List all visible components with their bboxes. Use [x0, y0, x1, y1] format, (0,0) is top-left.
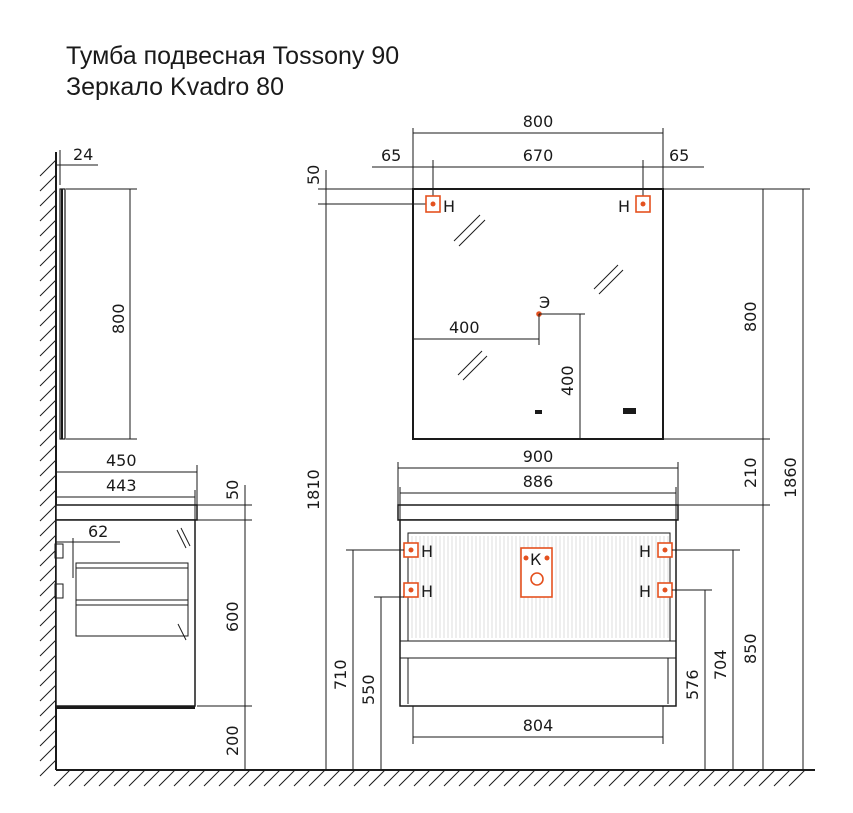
dim-pipe-offset: 62 [56, 522, 120, 578]
cabinet-hook-top-left: Н [403, 542, 433, 561]
dim-front-mirror-height-label: 800 [741, 301, 760, 332]
dim-cabinet-depth-body-label: 443 [106, 476, 137, 495]
dim-pipe-offset-label: 62 [88, 522, 108, 541]
socket-label: Э [539, 293, 550, 312]
dim-710-label: 710 [331, 659, 350, 690]
dim-side-cabinet-height-label: 600 [223, 601, 242, 632]
dim-850-label: 850 [741, 633, 760, 664]
dim-drawer-width: 804 [412, 706, 664, 744]
hook-label: Н [421, 542, 433, 561]
dim-total-height-label: 1860 [781, 457, 800, 498]
dim-right-vertical: 800 210 1860 850 [663, 188, 810, 770]
dim-704-label: 704 [711, 649, 730, 680]
dim-gap-label: 210 [741, 457, 760, 488]
hook-label: Н [618, 197, 630, 216]
dim-floor-gap-label: 200 [223, 725, 242, 756]
dim-drawer-width-label: 804 [523, 716, 554, 735]
sewer-outlet: К [520, 547, 553, 598]
mirror-hook-left: Н [425, 195, 455, 216]
dim-side-mirror-height-label: 800 [109, 303, 128, 334]
floor-hatching [53, 769, 815, 787]
front-cabinet [397, 504, 679, 707]
dim-side-vertical: 50 600 200 [197, 480, 252, 770]
dim-mirror-width-label: 800 [523, 112, 554, 131]
dim-hook-right-label: 65 [669, 146, 689, 165]
dim-cabinet-depth: 450 443 [56, 451, 198, 520]
dim-total-height-left-label: 1810 [304, 469, 323, 510]
dim-576-label: 576 [683, 669, 702, 700]
cabinet-hook-top-right: Н [639, 542, 673, 561]
hook-label: Н [639, 542, 651, 561]
title-line-2: Зеркало Kvadro 80 [66, 73, 284, 101]
dim-side-mirror-height: 800 [66, 188, 137, 440]
side-view-cabinet [54, 504, 198, 709]
hook-label: Н [443, 197, 455, 216]
dim-550-label: 550 [359, 674, 378, 705]
dim-socket-horizontal-label: 400 [449, 318, 480, 337]
dim-cabinet-depth-total-label: 450 [106, 451, 137, 470]
hook-label: Н [639, 582, 651, 601]
dim-side-top-label: 50 [223, 480, 242, 500]
dim-cabinet-width: 900 886 [397, 447, 679, 520]
title-line-1: Тумба подвесная Tossony 90 [66, 42, 400, 70]
cabinet-hook-bottom-left: Н [403, 582, 433, 601]
sewer-label: К [530, 550, 542, 569]
dim-hook-top: 50 [304, 165, 433, 212]
dim-hook-spacing-label: 670 [523, 146, 554, 165]
dim-hook-top-label: 50 [304, 165, 323, 185]
dim-hook-left-label: 65 [381, 146, 401, 165]
dim-mirror-depth-label: 24 [73, 145, 93, 164]
dim-left-total: 1810 [304, 212, 327, 770]
dim-mirror-depth: 24 [56, 145, 98, 185]
dim-mirror-width: 800 65 670 65 [372, 112, 704, 196]
dim-cabinet-width-total-label: 900 [523, 447, 554, 466]
wall-hatching [39, 152, 57, 777]
side-view-mirror [59, 188, 66, 440]
dim-cabinet-width-body-label: 886 [523, 472, 554, 491]
dim-socket-vertical-label: 400 [558, 365, 577, 396]
socket-point: Э 400 400 [413, 293, 585, 439]
mirror-hook-right: Н [618, 195, 651, 216]
hook-label: Н [421, 582, 433, 601]
dim-lower-vertical: 710 550 576 704 [331, 549, 740, 770]
